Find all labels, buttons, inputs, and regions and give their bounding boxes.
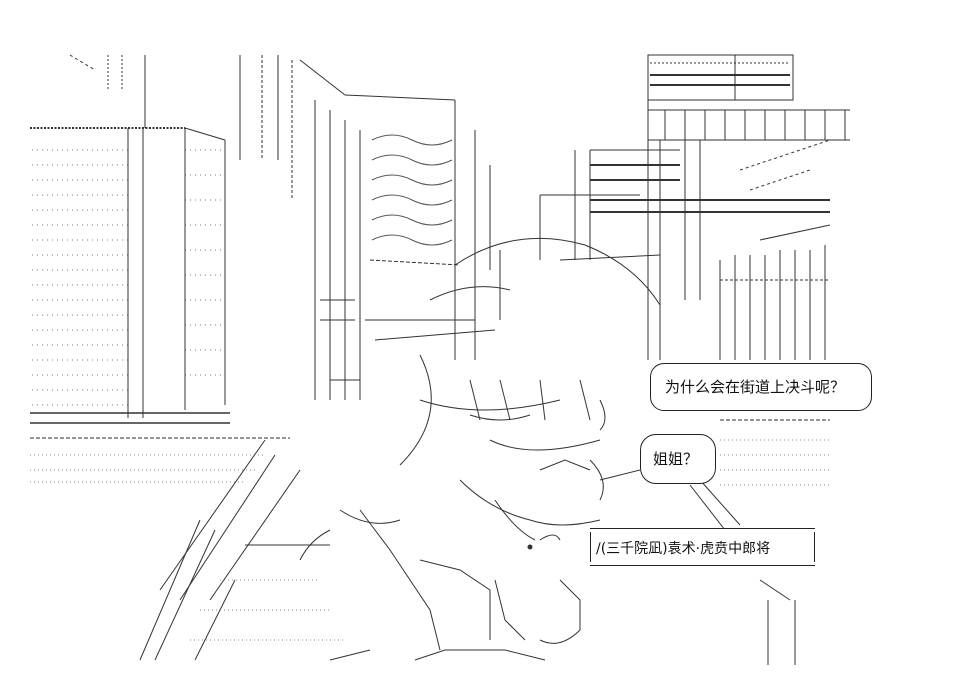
speech-bubble-sister-text: 姐姐？ <box>653 450 699 468</box>
character-caption: /(三千院凪)袁术·虎贲中郎将 <box>590 528 815 566</box>
street-lines <box>139 439 796 665</box>
speech-bubble-sister: 姐姐？ <box>640 434 716 484</box>
speech-bubble-question-text: 为什么会在街道上决斗呢？ <box>665 378 846 396</box>
character-caption-text: /(三千院凪)袁术·虎贲中郎将 <box>596 541 771 557</box>
right-buildings <box>539 54 850 486</box>
center-buildings <box>239 55 501 400</box>
left-building <box>30 54 290 483</box>
speech-bubble-question: 为什么会在街道上决斗呢？ <box>650 363 872 411</box>
figure-girl <box>299 237 661 661</box>
